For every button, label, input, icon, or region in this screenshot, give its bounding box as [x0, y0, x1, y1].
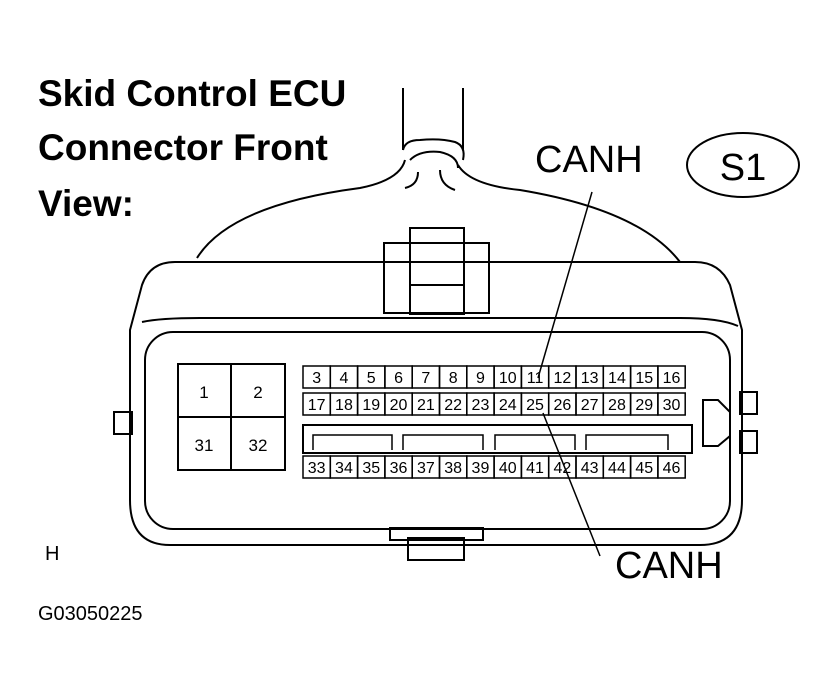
pin-5: 5: [367, 370, 376, 387]
pin-20: 20: [390, 397, 408, 414]
pin-14: 14: [608, 370, 626, 387]
pin-41: 41: [526, 460, 544, 477]
pin-43: 43: [581, 460, 599, 477]
corner-letter: H: [45, 543, 59, 565]
pin-46: 46: [663, 460, 681, 477]
pin-16: 16: [663, 370, 681, 387]
pin-18: 18: [335, 397, 353, 414]
connector-housing-outer: [129, 261, 743, 546]
pin-28: 28: [608, 397, 626, 414]
callout-canh-bottom: CANH: [615, 545, 723, 587]
pin-1: 1: [199, 383, 208, 402]
pin-33: 33: [308, 460, 326, 477]
pin-45: 45: [635, 460, 653, 477]
connector-housing-top-edge: [141, 317, 739, 327]
pin-23: 23: [472, 397, 490, 414]
connector-face: [144, 331, 731, 530]
pin-cell-30: [657, 392, 686, 416]
pin-34: 34: [335, 460, 353, 477]
pin-19: 19: [362, 397, 380, 414]
pin-13: 13: [581, 370, 599, 387]
connector-code-badge: [686, 132, 800, 198]
pin-7: 7: [421, 370, 430, 387]
pin-31: 31: [195, 436, 214, 455]
pin-10: 10: [499, 370, 517, 387]
left-latch: [113, 411, 133, 435]
pin-cell-16: [657, 365, 686, 389]
bottom-tab-base: [389, 527, 484, 541]
pin-36: 36: [390, 460, 408, 477]
right-latch-bottom: [739, 430, 758, 454]
pin-44: 44: [608, 460, 626, 477]
pin-15: 15: [635, 370, 653, 387]
connector-code: S1: [720, 147, 766, 189]
separator-bar: [302, 424, 693, 454]
key-notch: [702, 399, 731, 447]
pin-37: 37: [417, 460, 435, 477]
pin-27: 27: [581, 397, 599, 414]
pin-35: 35: [362, 460, 380, 477]
pin-24: 24: [499, 397, 517, 414]
pin-12: 12: [553, 370, 571, 387]
pin-8: 8: [449, 370, 458, 387]
pin-2: 2: [253, 383, 262, 402]
pin-9: 9: [476, 370, 485, 387]
callout-line-bottom: [542, 412, 601, 557]
pin-4: 4: [339, 370, 348, 387]
callout-canh-top: CANH: [535, 139, 643, 181]
pin-26: 26: [553, 397, 571, 414]
pin-25: 25: [526, 397, 544, 414]
callout-line-top: [537, 191, 593, 379]
pin-32: 32: [249, 436, 268, 455]
locking-tab: [383, 227, 490, 315]
pin-11: 11: [527, 370, 544, 387]
pin-40: 40: [499, 460, 517, 477]
pin-21: 21: [417, 397, 435, 414]
pin-3: 3: [312, 370, 321, 387]
right-latch-top: [739, 391, 758, 415]
pin-6: 6: [394, 370, 403, 387]
title-line-3: View:: [38, 183, 134, 224]
pin-cell-46: [657, 455, 686, 479]
wire-harness: [196, 88, 681, 263]
pin-22: 22: [444, 397, 462, 414]
title-line-2: Connector Front: [38, 127, 328, 168]
figure-code: G03050225: [38, 603, 143, 625]
title-line-1: Skid Control ECU: [38, 73, 346, 114]
large-pin-block: 1 2 31 32: [177, 363, 286, 471]
bottom-tab: [407, 537, 465, 561]
pin-29: 29: [635, 397, 653, 414]
pin-30: 30: [663, 397, 681, 414]
pin-17: 17: [308, 397, 326, 414]
pin-39: 39: [472, 460, 490, 477]
pin-38: 38: [444, 460, 462, 477]
